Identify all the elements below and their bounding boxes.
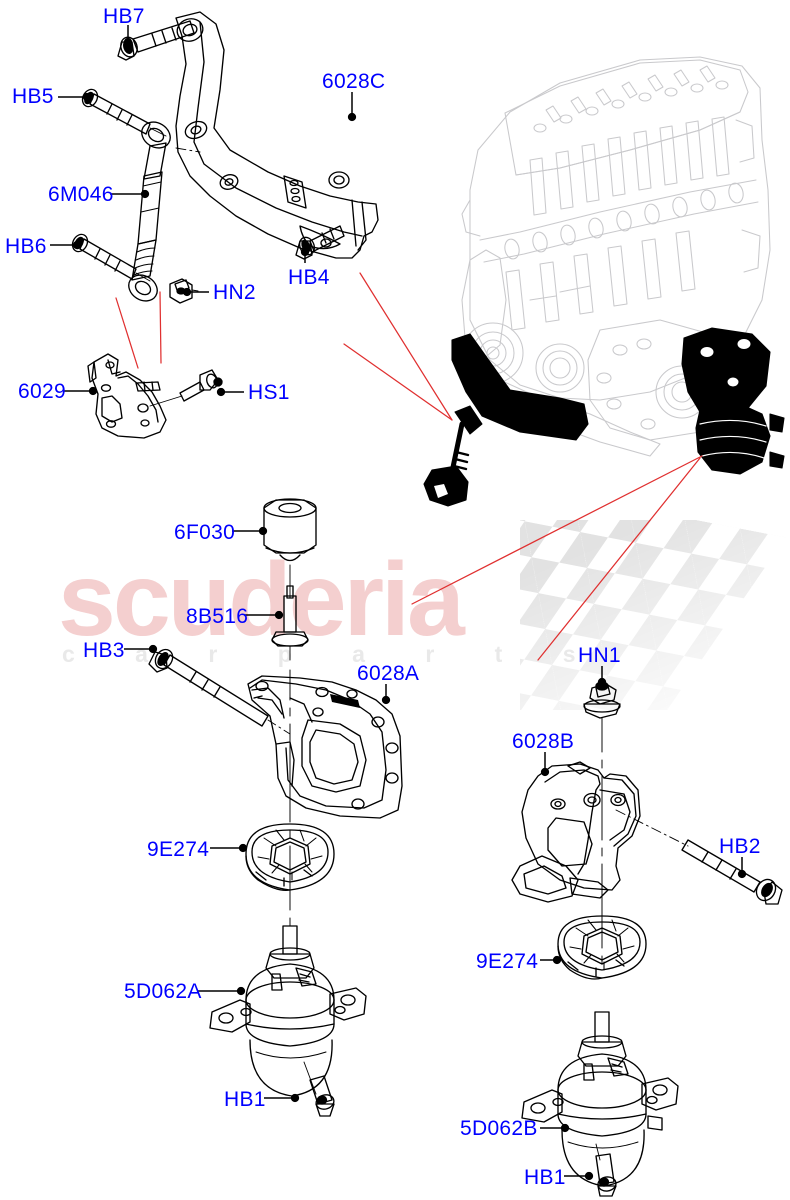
part-label-hb5[interactable]: HB5: [12, 85, 54, 108]
part-label-6028b[interactable]: 6028B: [512, 730, 575, 753]
part-label-6028c[interactable]: 6028C: [322, 70, 386, 93]
part-label-hb1r[interactable]: HB1: [524, 1166, 566, 1189]
part-5D062A-mount: [209, 925, 367, 1097]
part-label-hb2[interactable]: HB2: [719, 835, 761, 858]
part-6028C-bracket: [175, 11, 379, 259]
part-label-hb4[interactable]: HB4: [288, 266, 330, 289]
part-label-5d062b[interactable]: 5D062B: [460, 1117, 538, 1140]
part-label-hb6[interactable]: HB6: [5, 235, 47, 258]
part-9E274-heatshield-left: [245, 823, 335, 891]
part-HB2-bolt: [615, 809, 783, 905]
part-label-8b516[interactable]: 8B516: [186, 605, 249, 628]
engine-mounted-bracket-right: [681, 327, 785, 475]
part-6029-bracket: [87, 353, 167, 439]
part-HB3-bolt: [148, 648, 291, 735]
part-label-hn1[interactable]: HN1: [578, 644, 621, 667]
part-6028A-bracket: [247, 675, 403, 819]
part-label-6m046[interactable]: 6M046: [48, 183, 114, 206]
part-HB1-bolt-right: [595, 1143, 617, 1197]
part-HN1-nut: [583, 681, 621, 719]
part-label-9e274r[interactable]: 9E274: [476, 950, 539, 973]
part-label-6029[interactable]: 6029: [18, 380, 66, 403]
callout-lines: [115, 272, 703, 661]
engine-illustration: [461, 56, 771, 457]
part-6M046-damper: [128, 121, 171, 302]
part-HS1-stud: [149, 369, 223, 407]
engine-mounted-bracket-left: [423, 333, 589, 507]
part-label-5d062a[interactable]: 5D062A: [124, 980, 202, 1003]
part-label-hb7[interactable]: HB7: [103, 5, 145, 28]
part-9E274-heatshield-right: [557, 915, 647, 980]
part-label-6028a[interactable]: 6028A: [357, 662, 420, 685]
part-label-6f030[interactable]: 6F030: [174, 521, 236, 544]
part-6F030-bush: [263, 498, 317, 562]
part-label-hn2[interactable]: HN2: [213, 281, 256, 304]
part-label-hb1l[interactable]: HB1: [224, 1088, 266, 1111]
part-label-hs1[interactable]: HS1: [248, 381, 290, 404]
leader-lines: [50, 25, 747, 1181]
part-5D062B-mount: [521, 1011, 679, 1187]
part-6028B-bracket: [511, 761, 641, 903]
part-label-9e274l[interactable]: 9E274: [147, 838, 210, 861]
part-label-hb3[interactable]: HB3: [83, 639, 125, 662]
part-8B516-stud: [271, 585, 309, 661]
part-HB1-bolt-left: [303, 1061, 335, 1117]
